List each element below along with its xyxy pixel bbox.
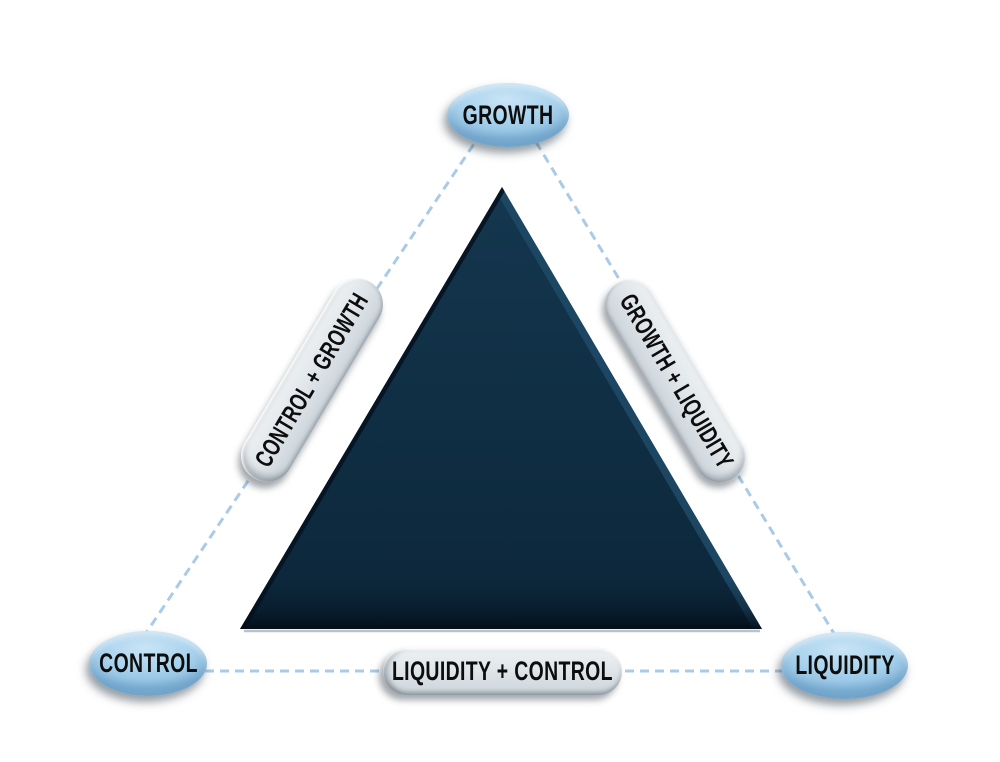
node-control: CONTROL bbox=[89, 631, 207, 696]
node-growth-label: GROWTH bbox=[462, 99, 554, 130]
node-control-label: CONTROL bbox=[98, 648, 198, 678]
triangle-bottom-shade bbox=[240, 580, 762, 629]
pyramid-triangle bbox=[240, 187, 762, 629]
triangle-face bbox=[240, 187, 762, 629]
dashed-connector-growth-control bbox=[134, 131, 484, 649]
edge-label-liquidity-control: LIQUIDITY + CONTROL bbox=[383, 648, 622, 695]
node-liquidity-label: LIQUIDITY bbox=[794, 650, 895, 680]
edge-label-liquidity-control-text: LIQUIDITY + CONTROL bbox=[392, 656, 613, 686]
node-liquidity: LIQUIDITY bbox=[781, 632, 908, 699]
node-growth: GROWTH bbox=[447, 83, 569, 147]
